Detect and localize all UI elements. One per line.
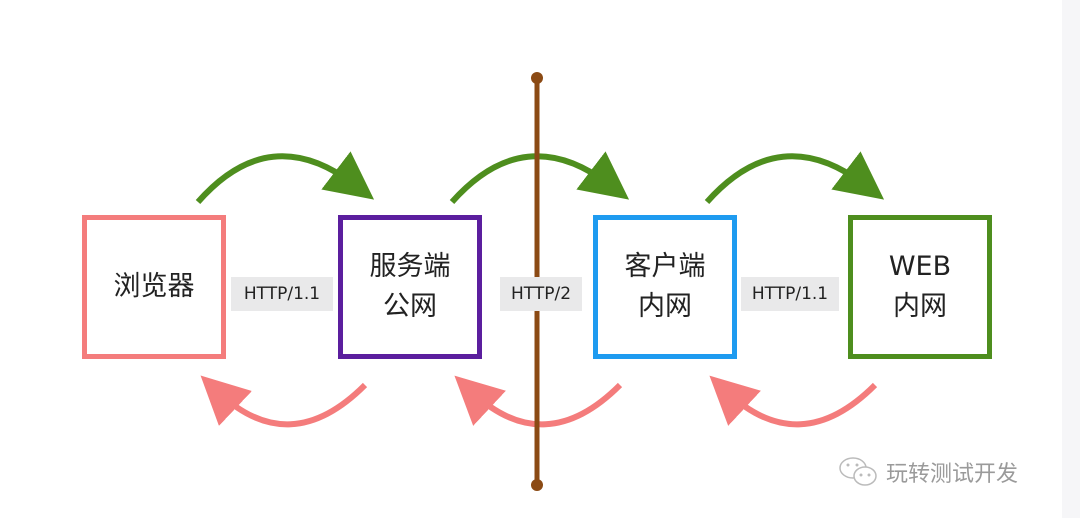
return-arrows xyxy=(200,375,878,428)
protocol-label-1: HTTP/1.1 xyxy=(231,277,333,311)
node-label: 服务端 xyxy=(369,251,451,282)
node-label: 内网 xyxy=(638,291,692,322)
watermark: 玩转测试开发 xyxy=(838,455,1018,489)
node-client-intranet: 客户端 内网 xyxy=(593,215,737,359)
forward-arrow-2 xyxy=(449,151,630,204)
watermark-text: 玩转测试开发 xyxy=(886,462,1019,487)
return-arrow-1 xyxy=(200,375,368,428)
protocol-label-2: HTTP/2 xyxy=(500,277,582,311)
node-label: 公网 xyxy=(383,291,437,322)
node-label: 内网 xyxy=(893,291,947,322)
node-web-intranet: WEB 内网 xyxy=(848,215,992,359)
wechat-icon xyxy=(839,457,877,486)
forward-arrow-3 xyxy=(704,151,885,204)
node-browser: 浏览器 xyxy=(82,215,226,359)
forward-arrow-1 xyxy=(195,151,375,204)
protocol-label-3: HTTP/1.1 xyxy=(741,277,839,311)
node-label: 浏览器 xyxy=(113,271,195,302)
right-edge-band xyxy=(1062,0,1080,518)
node-server-public: 服务端 公网 xyxy=(338,215,482,359)
node-label: WEB xyxy=(888,251,952,282)
forward-arrows xyxy=(195,151,885,204)
return-arrow-3 xyxy=(709,375,878,428)
return-arrow-2 xyxy=(454,375,623,428)
node-label: 客户端 xyxy=(624,251,706,282)
